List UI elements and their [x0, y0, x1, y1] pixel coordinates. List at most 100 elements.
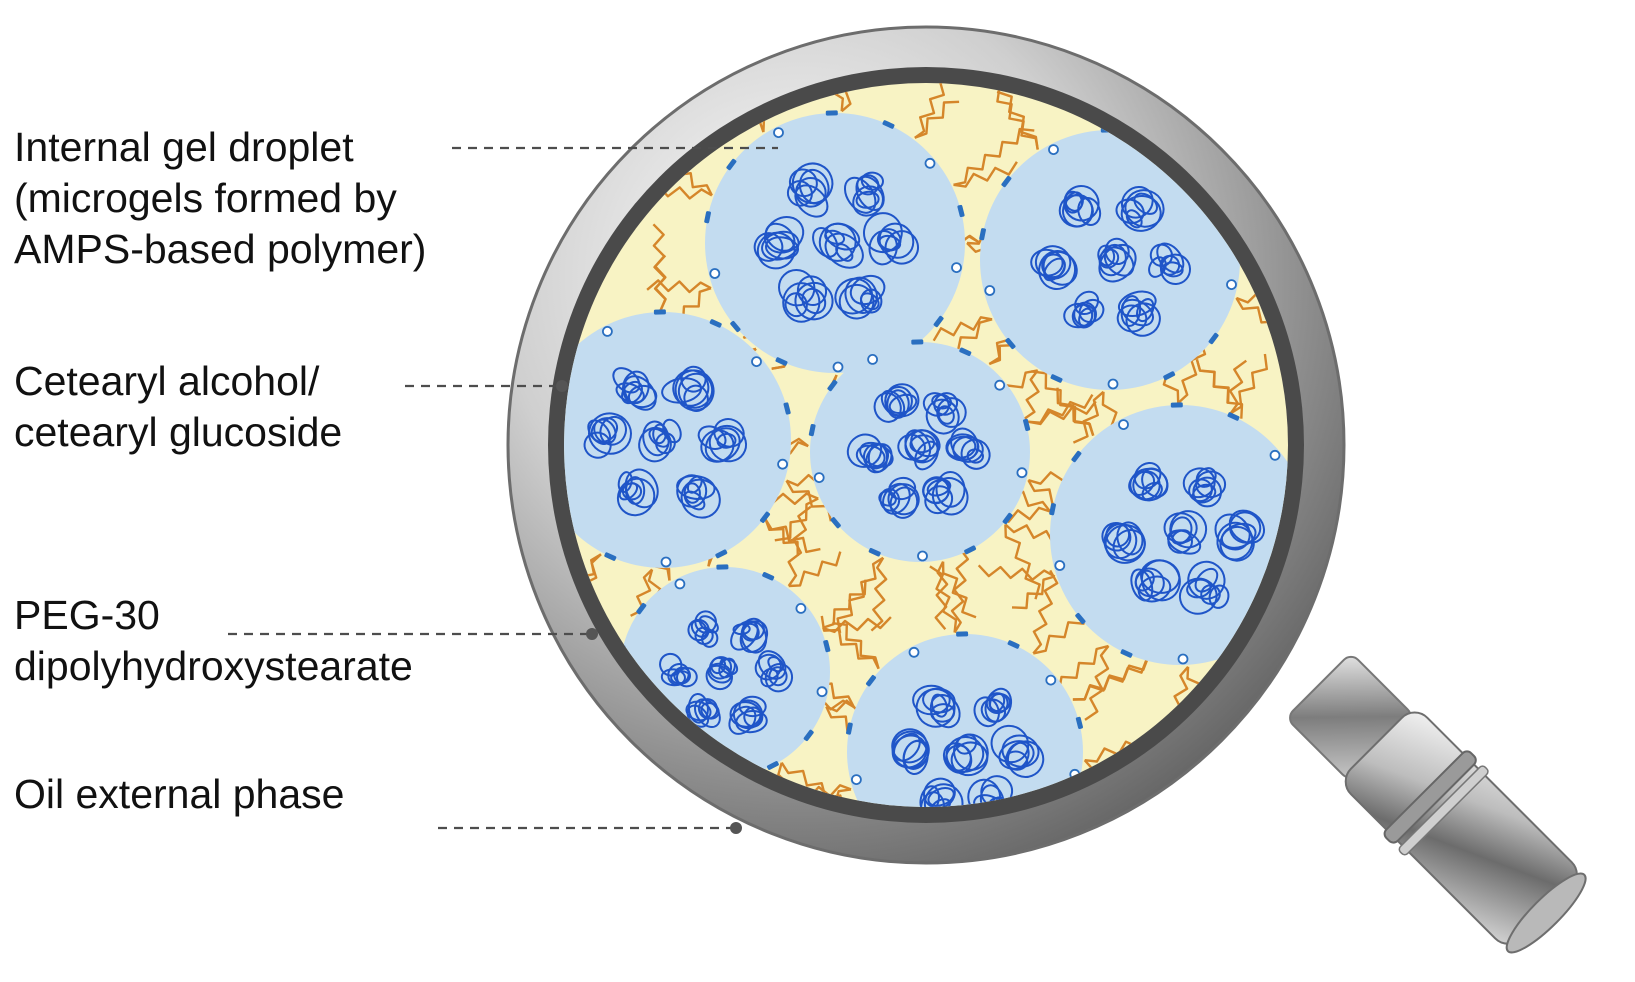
- peg-chain: [1057, 644, 1109, 692]
- microgel-coil: [680, 365, 707, 393]
- emulsifier-head: [827, 379, 838, 392]
- emulsifier-head: [783, 402, 791, 415]
- microgel-coil: [909, 434, 936, 454]
- microgel-coil: [904, 429, 932, 463]
- microgel-coil: [652, 423, 667, 445]
- emulsifier-head: [964, 545, 977, 555]
- cetearyl-head: [660, 556, 672, 568]
- microgel-coil: [824, 232, 864, 269]
- microgel-coil: [738, 695, 767, 718]
- microgel-coil: [1125, 209, 1143, 229]
- microgel-coil: [927, 787, 955, 807]
- microgel-coil: [757, 650, 787, 680]
- microgel-coil: [824, 229, 846, 245]
- cetearyl-head: [917, 550, 928, 562]
- microgel-coil: [860, 171, 884, 191]
- peg-chain: [787, 505, 812, 587]
- peg-chain: [977, 564, 1056, 581]
- microgel-coil: [768, 666, 788, 687]
- emulsifier-head: [846, 722, 853, 735]
- microgel-coil: [756, 231, 796, 270]
- microgel-coil: [1169, 510, 1208, 549]
- cetearyl-head: [1118, 419, 1129, 431]
- microgel-coil: [893, 732, 921, 762]
- microgel-coil: [936, 397, 967, 428]
- peg-chain: [788, 551, 842, 588]
- microgel-coil: [945, 744, 972, 772]
- microgel-coil: [740, 620, 768, 654]
- microgel-coil: [730, 620, 759, 651]
- peg-chain: [914, 100, 960, 139]
- emulsifier-head: [604, 552, 617, 561]
- microgel-coil: [812, 227, 839, 258]
- microgel-coil: [618, 482, 639, 501]
- peg-chain: [1228, 359, 1248, 414]
- cetearyl-head: [795, 603, 807, 614]
- cetearyl-head: [924, 157, 936, 169]
- peg-chain: [646, 279, 712, 294]
- microgel-coil: [1117, 290, 1157, 318]
- label-oil-external-phase: Oil external phase: [14, 771, 345, 817]
- peg-chain: [845, 859, 910, 910]
- peg-chain: [899, 859, 913, 925]
- microgel-coil: [624, 468, 659, 509]
- microgel-coil: [763, 216, 805, 254]
- cetearyl-head: [1107, 378, 1119, 390]
- microgel-coil: [764, 663, 794, 693]
- microgel-coil: [1064, 190, 1083, 212]
- microgel-coil: [777, 268, 816, 307]
- microgel-coil: [922, 477, 950, 505]
- microgel-coil: [838, 283, 875, 320]
- peg-chain: [1027, 400, 1097, 426]
- microgel-coil: [1195, 467, 1217, 488]
- callout-dot-peg: [586, 628, 598, 640]
- microgel-coil: [1112, 529, 1146, 562]
- emulsifier-head: [825, 110, 838, 116]
- microgel-coil: [878, 490, 897, 507]
- microgel-coil: [862, 212, 903, 254]
- emulsifier-head: [957, 204, 965, 218]
- microgel-coil: [796, 275, 828, 307]
- peg-chain: [840, 83, 876, 113]
- cetearyl-head: [1054, 560, 1066, 571]
- microgel-coil: [1104, 237, 1130, 266]
- microgel-coil: [1134, 567, 1165, 598]
- peg-chain: [932, 316, 993, 342]
- cetearyl-head: [777, 458, 788, 470]
- microgel-coil: [1101, 522, 1132, 552]
- microgel-coil: [852, 185, 884, 217]
- microgel-coil: [953, 733, 989, 771]
- label-peg-30-dipolyhydroxystearate: PEG-30 dipolyhydroxystearate: [14, 592, 413, 689]
- emulsifier-head: [1120, 649, 1133, 658]
- microgel-coil: [667, 663, 690, 686]
- gel-droplets: [564, 110, 1288, 807]
- microgel-coil: [1125, 302, 1161, 337]
- peg-chain: [1230, 353, 1268, 415]
- microgel-coil: [716, 432, 737, 449]
- callout-dot-cetearyl: [556, 380, 568, 392]
- emulsifier-head: [636, 602, 647, 615]
- label-internal-gel-droplet: Internal gel droplet (microgels formed b…: [14, 124, 427, 272]
- cetearyl-head: [951, 262, 962, 274]
- microgel-coil: [884, 230, 919, 265]
- peg-chain: [941, 561, 977, 619]
- microgel-coil: [1214, 513, 1251, 551]
- emulsifier-head: [715, 549, 728, 559]
- microgel-coil: [617, 471, 633, 494]
- emulsifier-head: [653, 309, 666, 315]
- microgel-coil: [1216, 521, 1254, 561]
- emulsifier-head: [1071, 450, 1082, 463]
- microgel-coil: [862, 442, 890, 470]
- microgel-coil: [698, 615, 719, 634]
- microgel-coil: [929, 694, 961, 729]
- emulsifier-head: [1001, 175, 1012, 188]
- gel-droplet: [847, 634, 1083, 807]
- emulsifier-head: [766, 761, 779, 770]
- microgel-coil: [735, 710, 768, 734]
- microgel-coil: [627, 384, 658, 409]
- emulsifier-head: [911, 339, 924, 345]
- emulsifier-head: [882, 120, 895, 129]
- emulsifier-head: [1007, 640, 1020, 649]
